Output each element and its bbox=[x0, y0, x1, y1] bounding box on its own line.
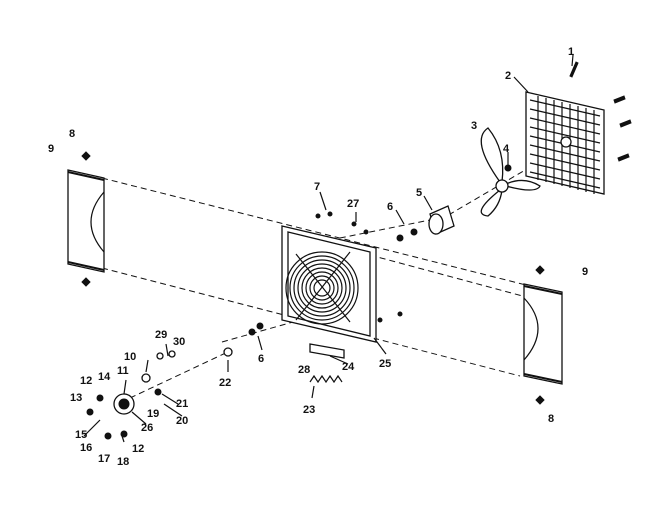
callout-16: 16 bbox=[80, 442, 92, 454]
fan-blade bbox=[480, 127, 541, 217]
callout-25: 25 bbox=[379, 358, 391, 370]
coil-ring bbox=[297, 263, 347, 313]
coil-ring bbox=[293, 259, 351, 317]
callout-23: 23 bbox=[303, 404, 315, 416]
coil-ring bbox=[305, 271, 339, 305]
callout-17: 17 bbox=[98, 453, 110, 465]
grille-slat bbox=[529, 117, 601, 135]
callout-5: 5 bbox=[416, 187, 422, 199]
callout-9b: 9 bbox=[582, 266, 588, 278]
control-knob bbox=[113, 393, 135, 415]
callout-12b: 12 bbox=[132, 443, 144, 455]
callout-12a: 12 bbox=[80, 375, 92, 387]
callout-30: 30 bbox=[173, 336, 185, 348]
grille-slat bbox=[529, 99, 601, 117]
callout-6a: 6 bbox=[387, 201, 393, 213]
callout-15: 15 bbox=[75, 429, 87, 441]
callout-18: 18 bbox=[117, 456, 129, 468]
callout-3: 3 bbox=[471, 120, 477, 132]
grille-slat bbox=[529, 162, 601, 180]
callout-19: 19 bbox=[147, 408, 159, 420]
callout-7: 7 bbox=[314, 181, 320, 193]
grille-slat bbox=[529, 153, 601, 171]
callout-22: 22 bbox=[219, 377, 231, 389]
callout-9a: 9 bbox=[48, 143, 54, 155]
callout-20: 20 bbox=[176, 415, 188, 427]
grille-slat bbox=[529, 108, 601, 126]
grille-slat bbox=[529, 171, 601, 189]
callout-28: 28 bbox=[298, 364, 310, 376]
callout-8b: 8 bbox=[548, 413, 554, 425]
coil-ring bbox=[285, 251, 359, 325]
callout-29: 29 bbox=[155, 329, 167, 341]
callout-27: 27 bbox=[347, 198, 359, 210]
coil-ring bbox=[301, 267, 343, 309]
callout-6b: 6 bbox=[258, 353, 264, 365]
callout-1: 1 bbox=[568, 46, 574, 58]
callout-10: 10 bbox=[124, 351, 136, 363]
coil-ring bbox=[289, 255, 355, 321]
callout-21: 21 bbox=[176, 398, 188, 410]
callout-2: 2 bbox=[505, 70, 511, 82]
main-housing bbox=[281, 225, 377, 343]
callout-labels: 1 2 3 4 5 6 6 7 8 8 9 9 10 11 12 12 13 1… bbox=[48, 46, 588, 468]
callout-8a: 8 bbox=[69, 128, 75, 140]
rear-grille bbox=[525, 61, 632, 195]
callout-4: 4 bbox=[503, 143, 510, 155]
spring bbox=[309, 374, 343, 384]
motor bbox=[428, 205, 455, 235]
right-side-panel bbox=[523, 265, 563, 405]
base-plate bbox=[309, 343, 345, 359]
callout-14: 14 bbox=[98, 371, 111, 383]
callout-26: 26 bbox=[141, 422, 153, 434]
callout-13: 13 bbox=[70, 392, 82, 404]
grille-slat bbox=[529, 126, 601, 144]
grille-slat bbox=[529, 144, 601, 162]
callout-11: 11 bbox=[117, 365, 129, 377]
callout-24: 24 bbox=[342, 361, 355, 373]
leader-lines bbox=[83, 54, 574, 443]
left-side-panel bbox=[67, 151, 105, 287]
coil-ring bbox=[309, 275, 335, 301]
